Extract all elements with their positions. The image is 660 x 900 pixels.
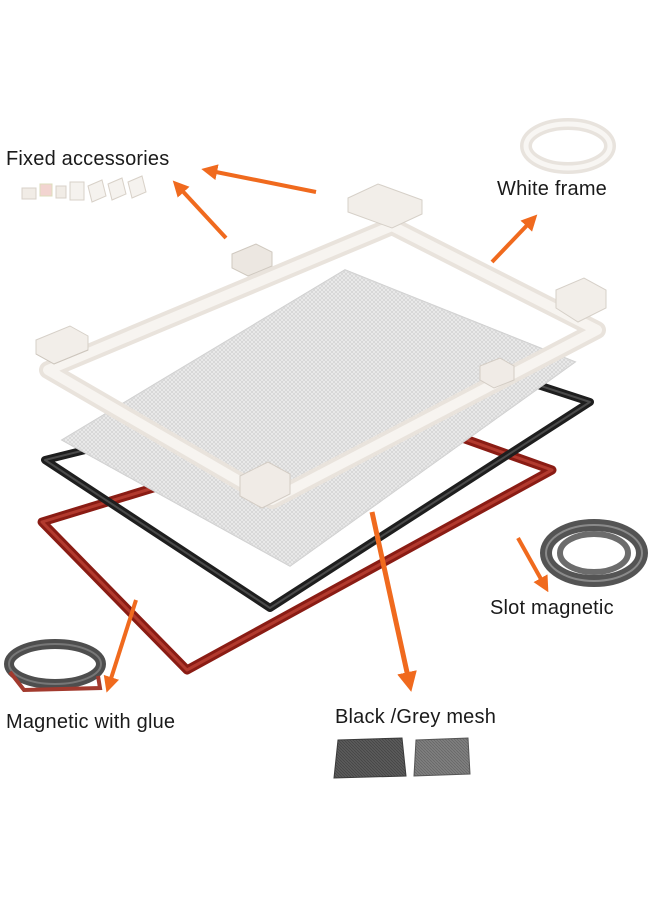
magnetic-glue-roll <box>4 639 106 693</box>
label-slot-magnetic: Slot magnetic <box>490 597 614 619</box>
fixed-accessories-pieces <box>21 175 147 203</box>
mesh-swatches <box>333 737 471 779</box>
label-fixed-accessories: Fixed accessories <box>6 148 170 170</box>
slot-magnetic-roll <box>540 519 648 587</box>
callout-arrows <box>103 164 549 693</box>
label-black-grey-mesh: Black /Grey mesh <box>335 706 497 728</box>
corner-clips <box>35 183 607 509</box>
mesh-panel <box>60 269 577 567</box>
label-white-frame: White frame <box>497 178 608 200</box>
label-magnetic-with-glue: Magnetic with glue <box>6 711 176 733</box>
white-frame <box>39 217 606 509</box>
white-frame-roll <box>520 118 616 174</box>
